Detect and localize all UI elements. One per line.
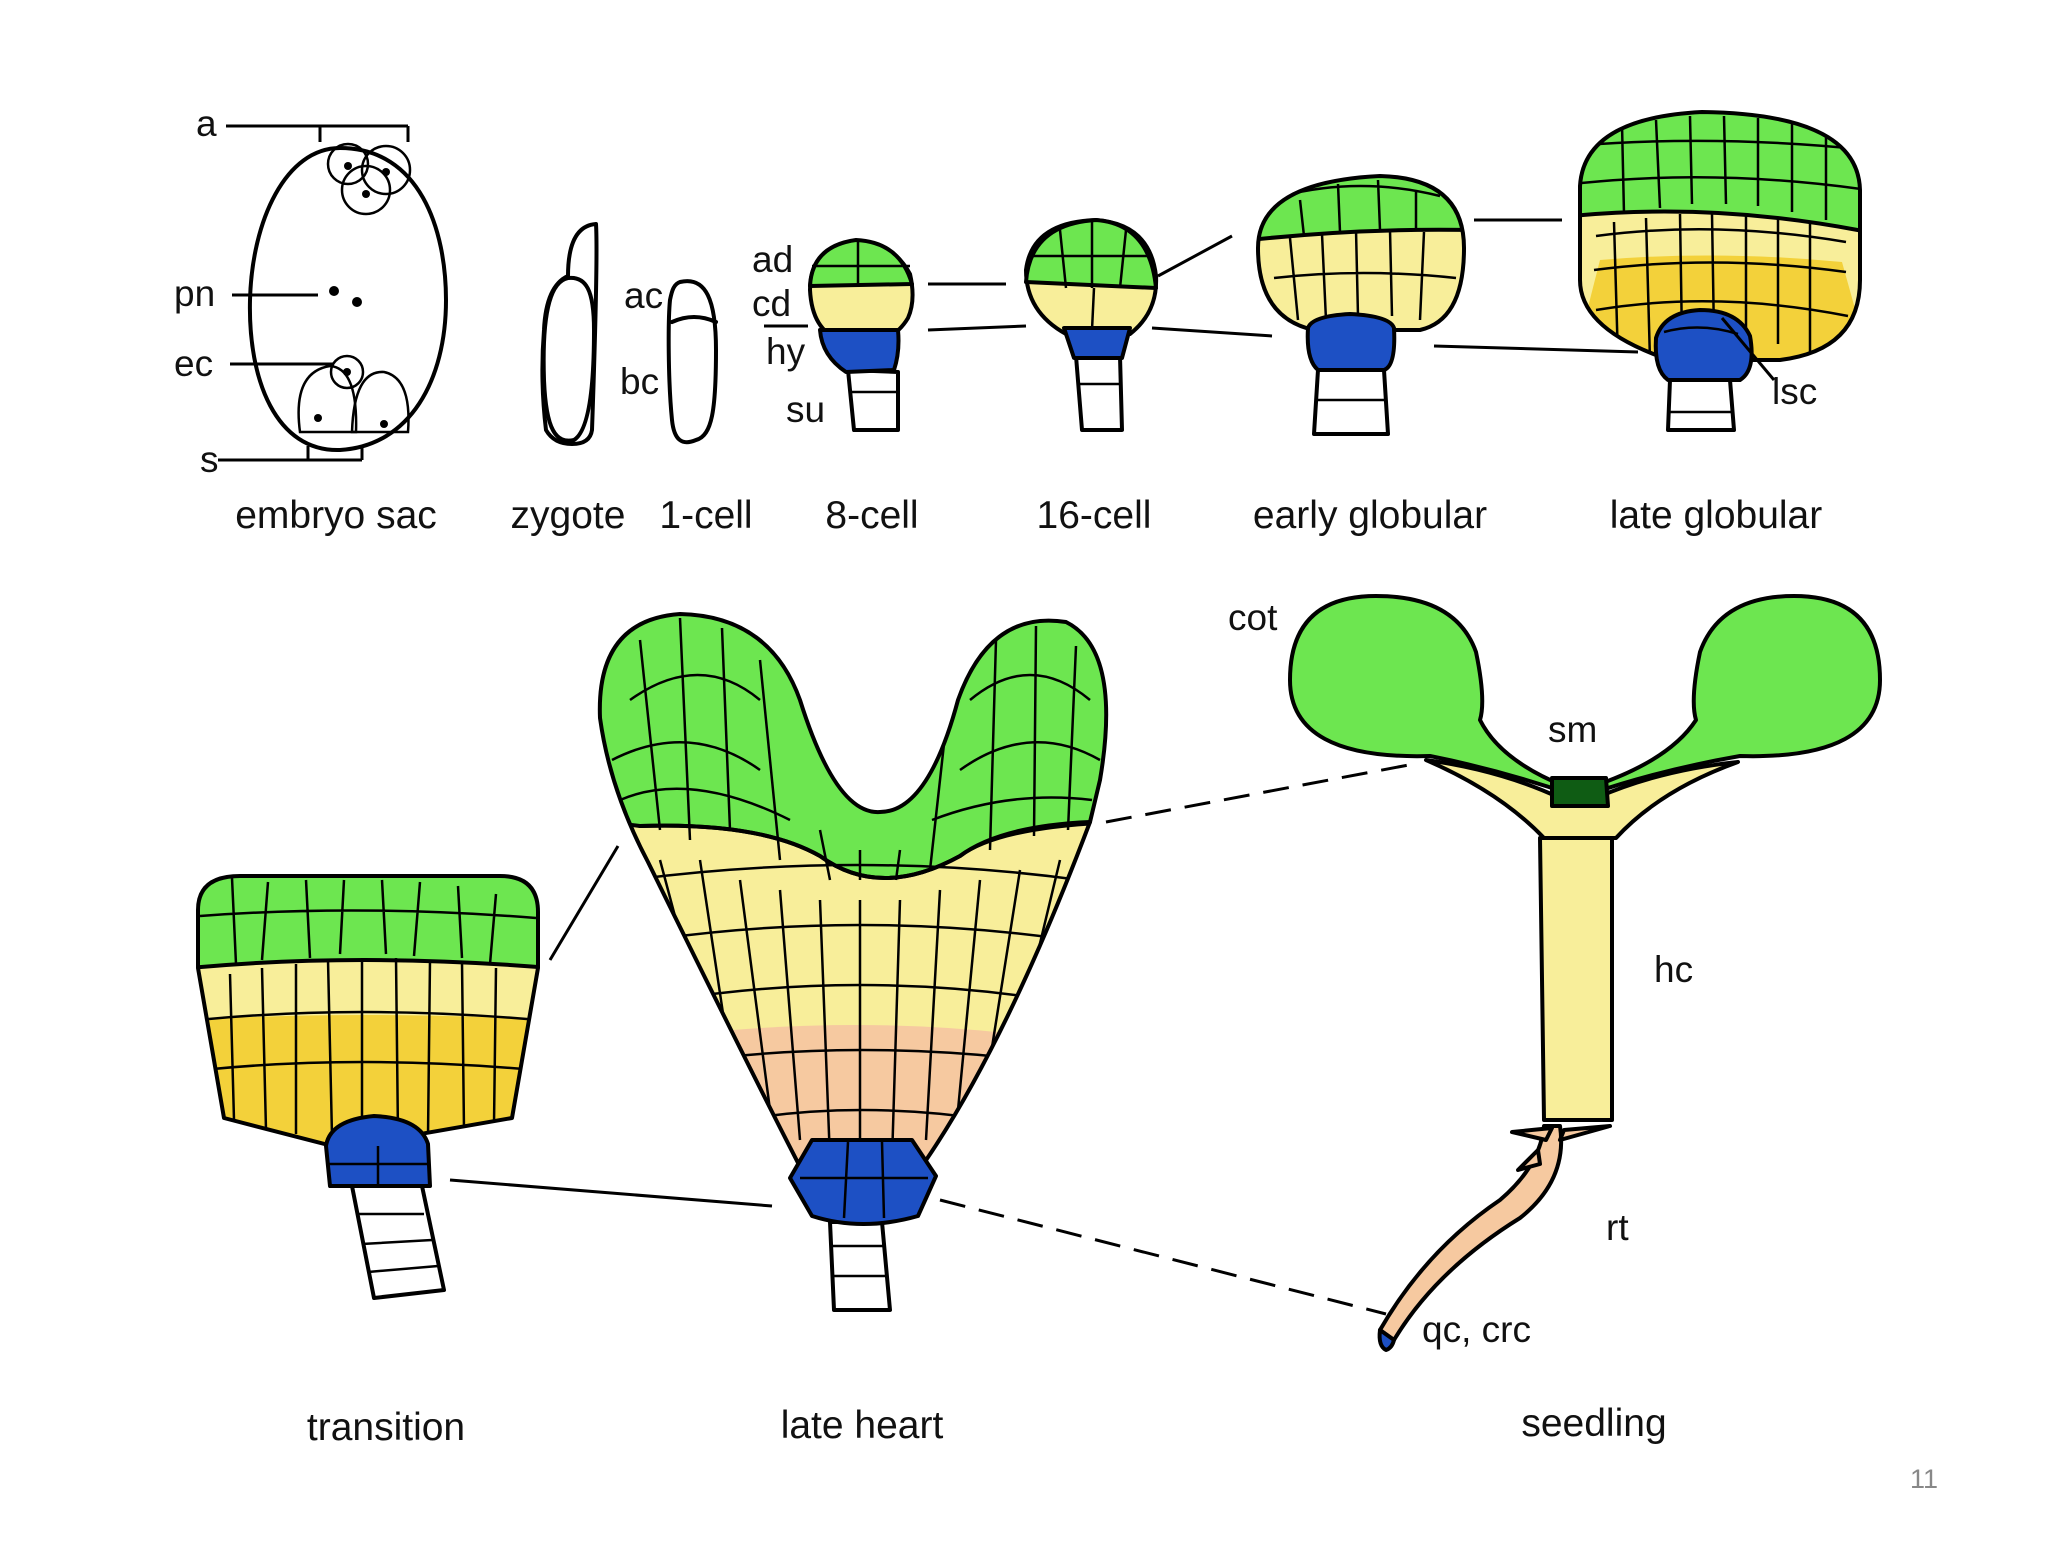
label-bc: bc bbox=[620, 361, 659, 402]
polar-nucleus bbox=[329, 286, 339, 296]
embryo-sac: a pn ec s bbox=[174, 103, 448, 480]
one-cell-embryo: ac bc bbox=[620, 275, 718, 445]
eight-cell-embryo: ad cd hy su bbox=[752, 238, 1027, 432]
stage-late-globular: late globular bbox=[1610, 494, 1822, 537]
stage-late-heart: late heart bbox=[781, 1404, 944, 1447]
label-ad: ad bbox=[752, 239, 793, 280]
label-cot: cot bbox=[1228, 597, 1278, 638]
label-ec: ec bbox=[174, 343, 213, 384]
stage-8-cell: 8-cell bbox=[825, 494, 918, 537]
label-pn: pn bbox=[174, 273, 215, 314]
sixteen-cell-embryo bbox=[1024, 218, 1273, 432]
page-number: 11 bbox=[1910, 1464, 1938, 1494]
label-ac: ac bbox=[624, 275, 663, 316]
label-rt: rt bbox=[1606, 1207, 1629, 1248]
late-globular-embryo: lsc bbox=[1578, 110, 1862, 432]
stage-embryo-sac: embryo sac bbox=[235, 494, 437, 537]
stage-zygote: zygote bbox=[511, 494, 626, 537]
label-qc-crc: qc, crc bbox=[1422, 1309, 1531, 1350]
stage-early-globular: early globular bbox=[1253, 494, 1487, 537]
label-cd: cd bbox=[752, 283, 791, 324]
egg-apparatus bbox=[297, 354, 410, 434]
polar-nucleus bbox=[352, 297, 362, 307]
stage-labels: embryo sac zygote 1-cell 8-cell 16-cell … bbox=[235, 494, 1822, 1449]
label-lsc: lsc bbox=[1772, 371, 1817, 412]
label-sm: sm bbox=[1548, 709, 1597, 750]
early-globular-embryo bbox=[1256, 174, 1639, 436]
seedling: cot sm hc rt qc, crc bbox=[1228, 594, 1882, 1352]
label-su: su bbox=[786, 389, 825, 430]
label-hc: hc bbox=[1654, 949, 1693, 990]
stage-1-cell: 1-cell bbox=[659, 494, 752, 537]
late-heart-embryo bbox=[597, 612, 1415, 1316]
label-a: a bbox=[196, 103, 217, 144]
transition-embryo bbox=[196, 845, 773, 1300]
antipodal-cells bbox=[326, 142, 412, 216]
stage-16-cell: 16-cell bbox=[1037, 494, 1152, 537]
label-hy: hy bbox=[766, 331, 806, 372]
stage-transition: transition bbox=[307, 1406, 465, 1449]
stage-seedling: seedling bbox=[1521, 1402, 1666, 1445]
label-s: s bbox=[200, 439, 219, 480]
